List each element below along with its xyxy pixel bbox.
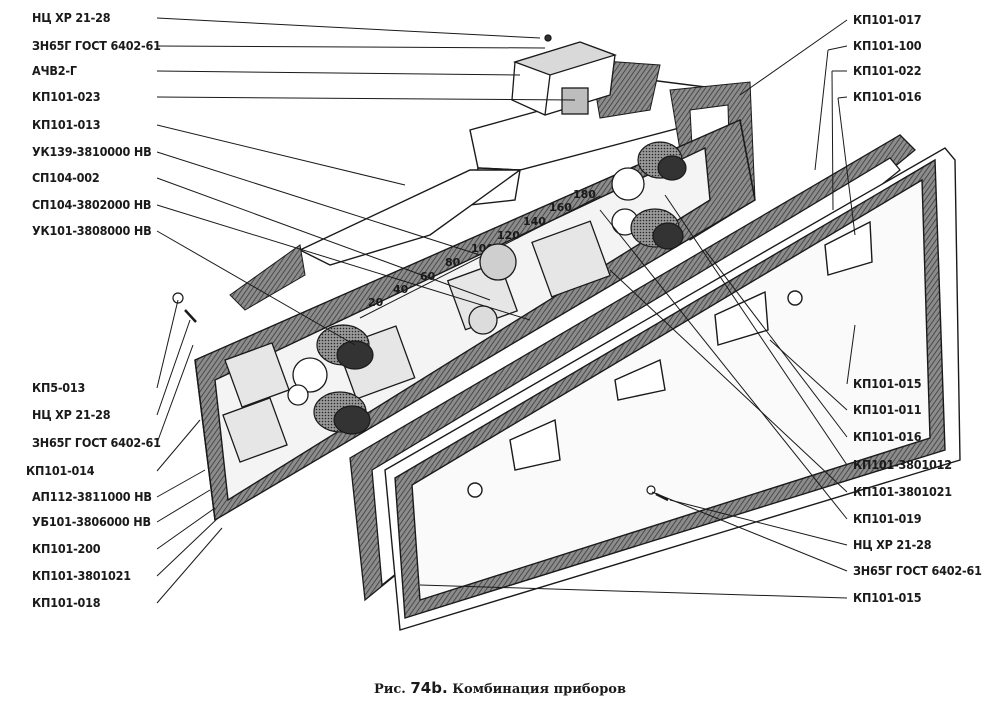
label-right: КП101-3801012 (853, 457, 952, 472)
scale-mark: 180 (573, 188, 596, 201)
scale-mark: 40 (393, 283, 409, 296)
label-left: АП112-3811000 НВ (32, 489, 152, 504)
label-right: КП101-100 (853, 38, 922, 53)
label-right: КП101-016 (853, 89, 922, 104)
label-right: КП101-019 (853, 511, 922, 526)
label-left: АЧВ2-Г (32, 63, 77, 78)
label-right: КП101-022 (853, 63, 922, 78)
label-left: УБ101-3806000 НВ (32, 514, 151, 529)
label-left: КП5-013 (32, 380, 86, 395)
side-bolt (172, 292, 197, 323)
figure-caption: Рис. 74b. Комбинация приборов (0, 679, 1000, 697)
leader-lines-left (156, 17, 576, 604)
label-left: УК139-3810000 НВ (32, 144, 152, 159)
label-right: КП101-015 (853, 590, 922, 605)
label-left: ЗН65Г ГОСТ 6402-61 (32, 38, 161, 53)
label-left: НЦ ХР 21-28 (32, 407, 111, 422)
label-right: НЦ ХР 21-28 (853, 537, 932, 552)
lamp-sockets (313, 141, 687, 435)
label-left: КП101-018 (32, 595, 101, 610)
caption-title: Комбинация приборов (452, 682, 627, 697)
label-right: КП101-017 (853, 12, 922, 27)
speedometer-scale: 20 40 60 80 100 120 140 160 180 (359, 188, 601, 319)
scale-mark: 120 (497, 229, 520, 242)
scale-mark: 20 (368, 296, 384, 309)
label-left: СП104-3802000 НВ (32, 197, 152, 212)
caption-prefix: Рис. (373, 682, 406, 697)
scale-mark: 80 (445, 256, 461, 269)
label-right: КП101-011 (853, 402, 922, 417)
label-right: КП101-015 (853, 376, 922, 391)
label-right: ЗН65Г ГОСТ 6402-61 (853, 563, 982, 578)
label-right: КП101-3801021 (853, 484, 952, 499)
front-glass-frame (384, 147, 961, 631)
label-left: КП101-014 (26, 463, 95, 478)
leader-lines-right (419, 19, 856, 599)
scale-mark: 140 (523, 215, 546, 228)
label-left: УК101-3808000 НВ (32, 223, 152, 238)
relay-block (511, 34, 618, 116)
scale-mark: 60 (420, 270, 436, 283)
scale-mark: 160 (549, 201, 572, 214)
label-left: КП101-200 (32, 541, 101, 556)
label-left: КП101-013 (32, 117, 101, 132)
label-left: НЦ ХР 21-28 (32, 10, 111, 25)
label-left: СП104-002 (32, 170, 100, 185)
caption-number: 74b. (410, 679, 448, 697)
label-left: КП101-023 (32, 89, 101, 104)
label-left: КП101-3801021 (32, 568, 131, 583)
label-left: ЗН65Г ГОСТ 6402-61 (32, 435, 161, 450)
label-right: КП101-016 (853, 429, 922, 444)
